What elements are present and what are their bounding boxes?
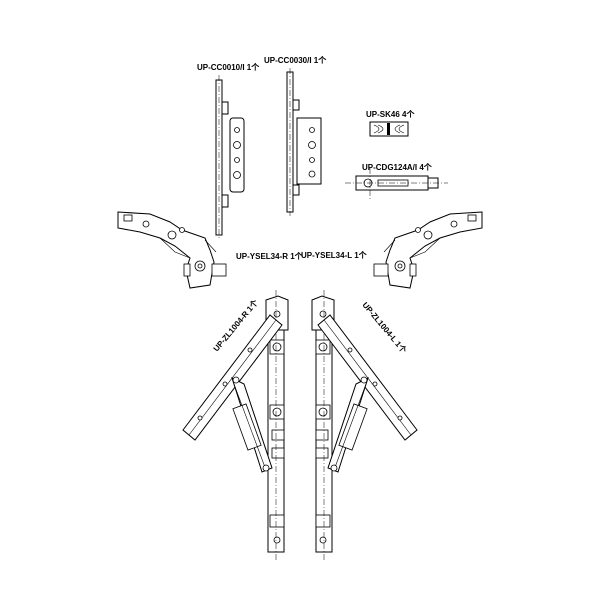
label-sk46: UP-SK46 4个: [366, 109, 415, 119]
part-cc0030: [286, 68, 322, 216]
part-ysel34-l: [373, 211, 483, 289]
part-zl1004-l: [311, 289, 418, 561]
part-cc0010: [215, 75, 245, 240]
label-cc0030: UP-CC0030/I 1个: [264, 55, 327, 65]
label-zl1004-l: UP-ZL1004-L 1个: [360, 300, 409, 356]
label-cc0010: UP-CC0010/I 1个: [197, 62, 260, 72]
label-ysel34-r: UP-YSEL34-R 1个: [236, 251, 304, 261]
label-cdg124a: UP-CDG124A/I 4个: [362, 162, 433, 172]
part-sk46: [369, 121, 409, 137]
part-cdg124a: [345, 168, 448, 200]
part-ysel34-r: [117, 211, 227, 289]
label-ysel34-l: UP-YSEL34-L 1个: [301, 250, 368, 260]
